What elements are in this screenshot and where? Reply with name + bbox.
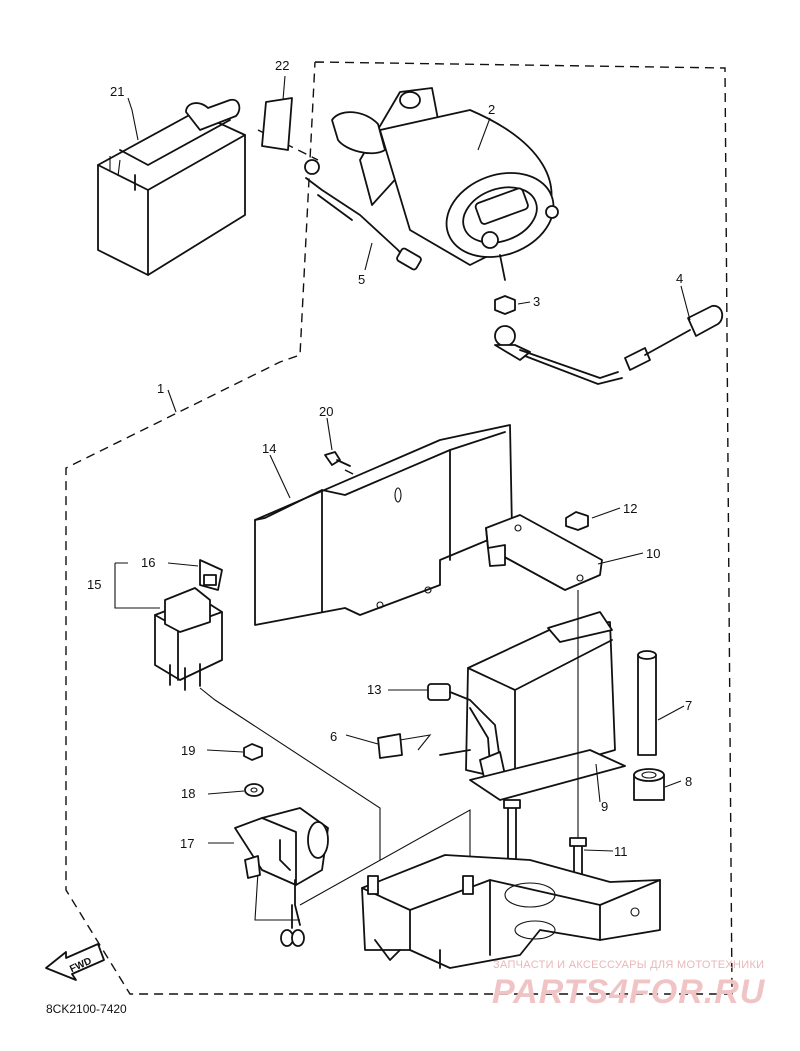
callout-2: 2	[488, 102, 495, 117]
part-code: 8CK2100-7420	[46, 1002, 127, 1016]
assembly-outline	[65, 61, 733, 995]
positive-cable	[494, 305, 724, 385]
base-frame	[361, 854, 661, 969]
battery-label	[261, 97, 293, 151]
callout-18: 18	[181, 786, 195, 801]
callout-11: 11	[614, 844, 628, 859]
watermark-main: PARTS4FOR.RU	[492, 973, 766, 1011]
fuse	[199, 559, 223, 591]
watermark: ЗАПЧАСТИ И АКСЕССУАРЫ ДЛЯ МОТОТЕХНИКИ PA…	[492, 959, 766, 1011]
starter-cable	[304, 159, 422, 271]
ground-wire	[254, 871, 300, 921]
callout-16: 16	[141, 555, 155, 570]
watermark-top: ЗАПЧАСТИ И АКСЕССУАРЫ ДЛЯ МОТОТЕХНИКИ	[493, 959, 764, 971]
callout-5: 5	[358, 272, 365, 287]
callout-14: 14	[262, 441, 276, 456]
battery	[97, 98, 246, 276]
damper-plate	[469, 749, 626, 801]
washer	[244, 783, 264, 797]
hex-nut	[243, 743, 263, 761]
callout-19: 19	[181, 743, 195, 758]
rubber-pad	[377, 733, 403, 759]
callout-8: 8	[685, 774, 692, 789]
callout-12: 12	[623, 501, 637, 516]
callout-21: 21	[110, 84, 124, 99]
mount-plate	[485, 514, 603, 591]
callout-17: 17	[180, 836, 194, 851]
starter-relay	[154, 587, 223, 691]
grommet	[633, 768, 665, 801]
starter-motor	[331, 87, 559, 281]
callouts: 1 2 3 4 5 6 7 8 9 10 11 12 13 14 15 16 1…	[87, 58, 692, 859]
lower-wire	[299, 809, 471, 906]
callout-9: 9	[601, 799, 608, 814]
nut	[494, 295, 516, 315]
callout-6: 6	[330, 729, 337, 744]
callout-13: 13	[367, 682, 381, 697]
flange-nut	[565, 511, 589, 531]
callout-10: 10	[646, 546, 660, 561]
callout-22: 22	[275, 58, 289, 73]
callout-15: 15	[87, 577, 101, 592]
breather-tube	[637, 650, 657, 756]
rectifier-unit	[234, 807, 329, 947]
leader-lines	[114, 75, 691, 852]
callout-20: 20	[319, 404, 333, 419]
callout-1: 1	[157, 381, 164, 396]
fwd-arrow: FWD	[45, 943, 105, 981]
relay-bracket	[254, 424, 513, 626]
relay-wire	[199, 687, 381, 860]
callout-3: 3	[533, 294, 540, 309]
callout-4: 4	[676, 271, 683, 286]
bolt	[324, 451, 351, 467]
callout-7: 7	[685, 698, 692, 713]
